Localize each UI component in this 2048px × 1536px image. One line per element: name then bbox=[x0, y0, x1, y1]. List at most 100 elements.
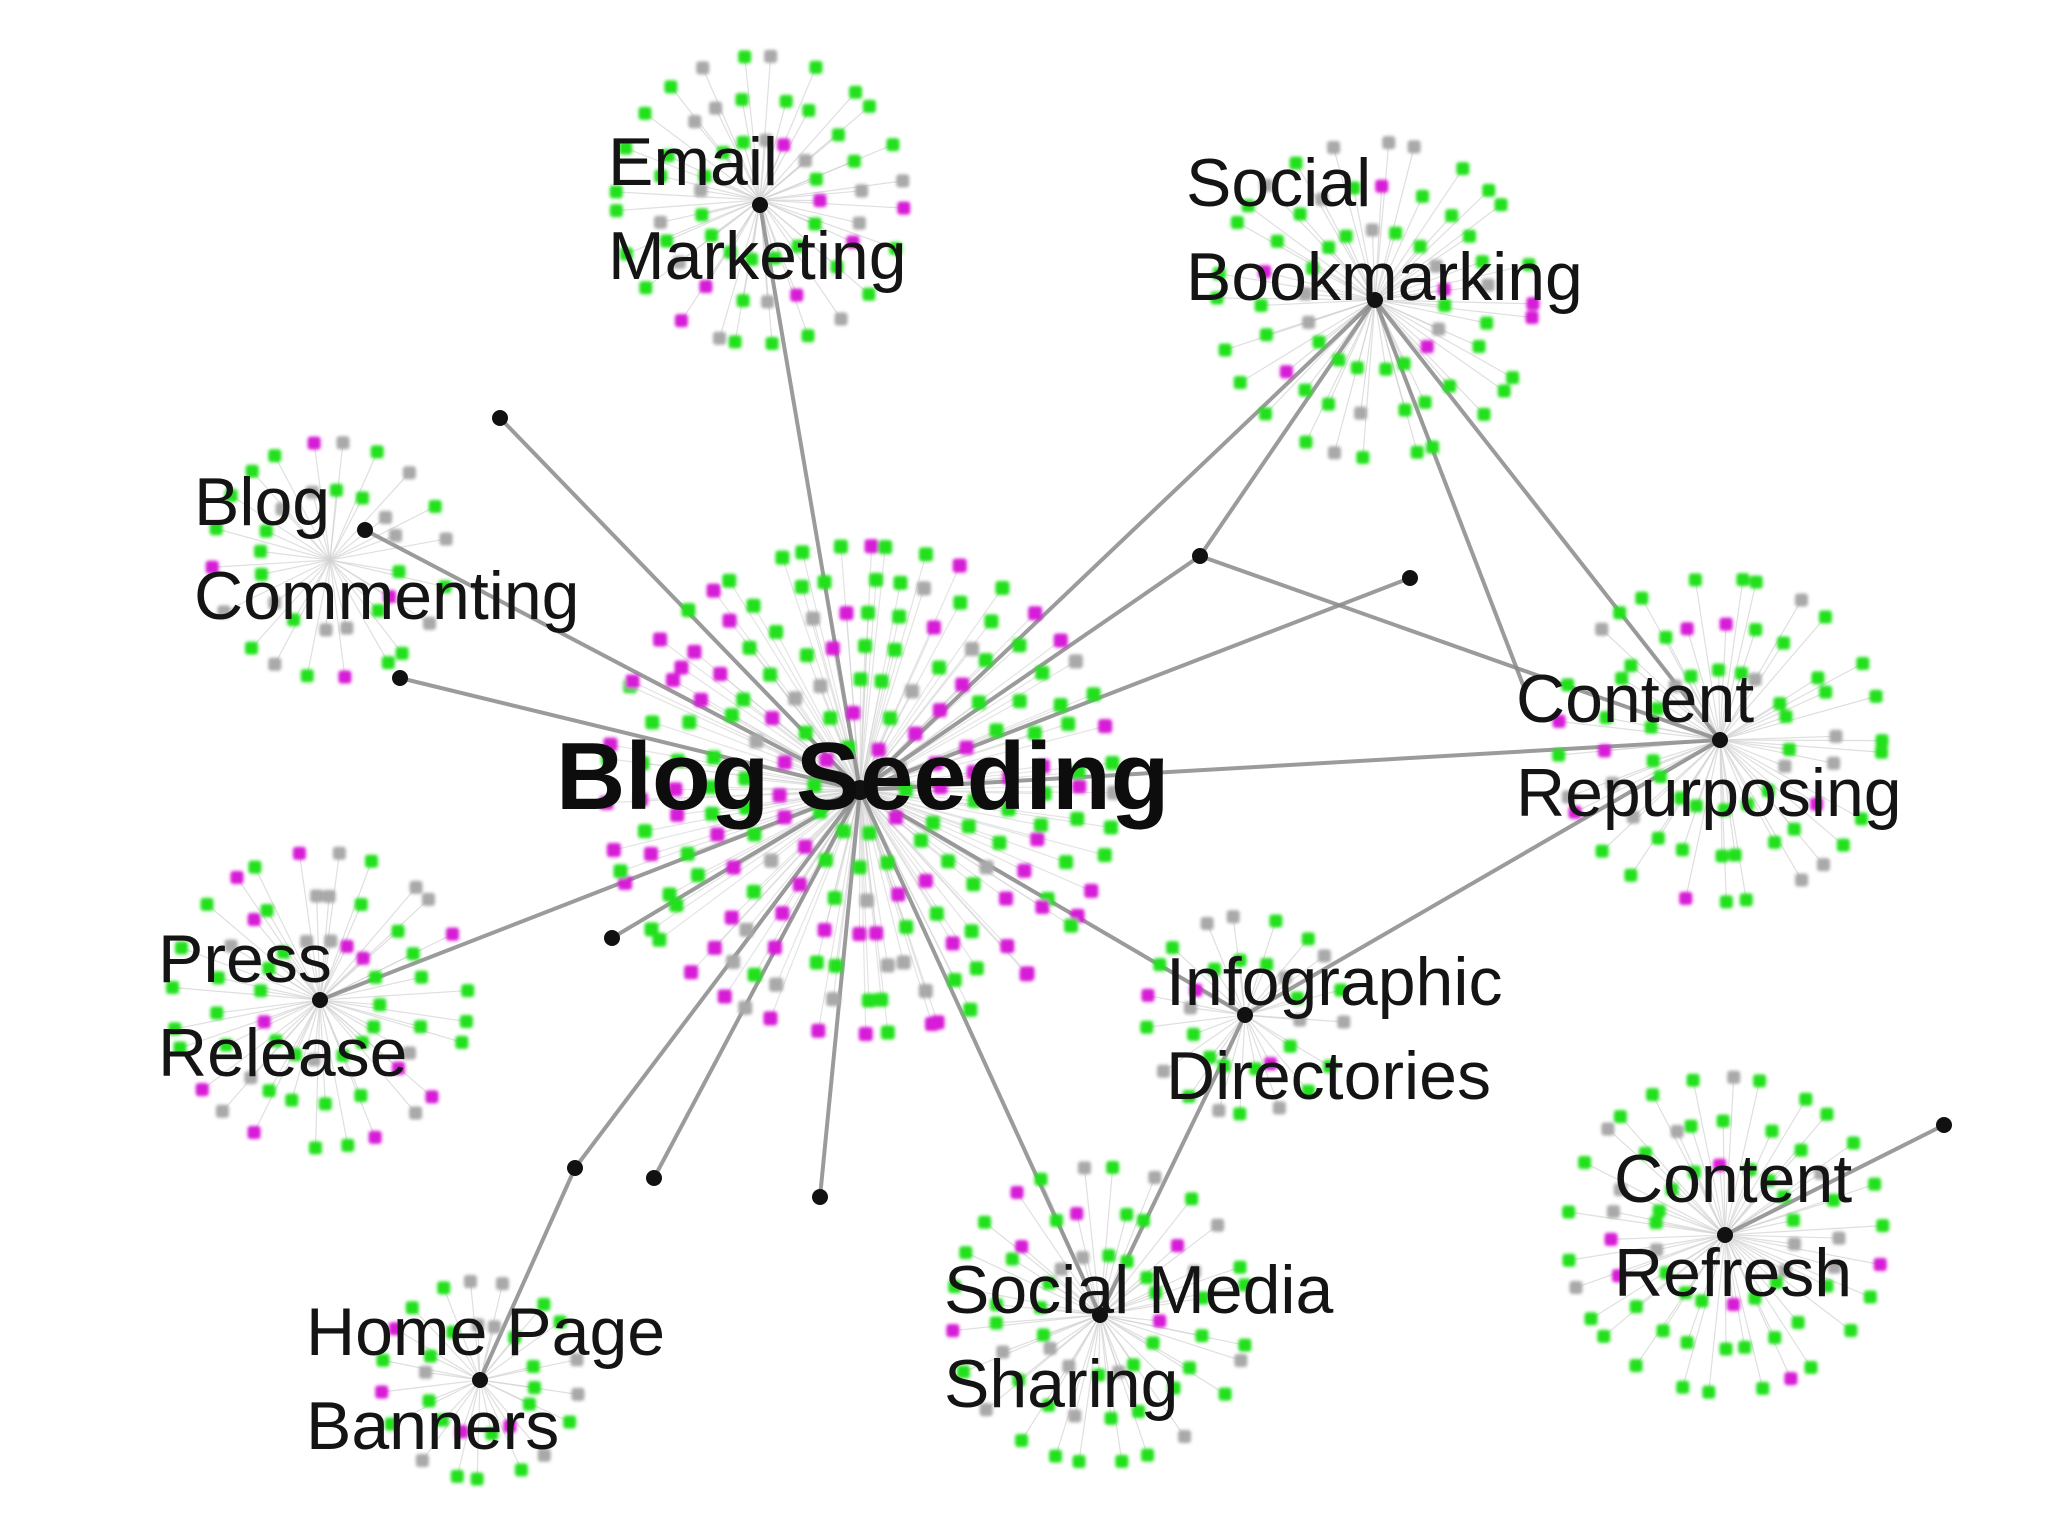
node-dot bbox=[1494, 198, 1508, 212]
node-dot bbox=[1339, 229, 1353, 243]
spoke-line bbox=[1724, 1234, 1795, 1245]
node-dot bbox=[455, 1425, 469, 1439]
spoke-line bbox=[645, 199, 761, 289]
node-dot bbox=[1283, 1039, 1297, 1053]
spoke-line bbox=[954, 1286, 1101, 1316]
node-dot bbox=[1674, 791, 1688, 805]
connection-lines bbox=[319, 204, 1945, 1381]
node-dot bbox=[1212, 1103, 1226, 1117]
node-dot bbox=[310, 889, 324, 903]
node-dot bbox=[370, 445, 384, 459]
node-dot bbox=[811, 1023, 826, 1038]
spoke-line bbox=[298, 853, 321, 1001]
node-dot bbox=[713, 667, 728, 682]
hub-node bbox=[812, 1189, 828, 1205]
node-dot bbox=[880, 1025, 895, 1040]
node-dot bbox=[1183, 1001, 1197, 1015]
node-dot bbox=[1854, 812, 1868, 826]
node-dot bbox=[846, 235, 860, 249]
node-dot bbox=[682, 715, 697, 730]
center-label-blog-seeding: Blog Seeding bbox=[556, 723, 1170, 830]
spoke-line bbox=[230, 495, 331, 561]
spoke-line bbox=[1374, 299, 1505, 392]
node-dot bbox=[790, 288, 804, 302]
hub-node bbox=[1192, 548, 1208, 564]
node-dot bbox=[1141, 988, 1155, 1002]
node-dot bbox=[487, 1320, 501, 1334]
node-dot bbox=[205, 560, 219, 574]
hub-node bbox=[492, 410, 508, 426]
node-dot bbox=[1415, 189, 1429, 203]
node-dot bbox=[739, 800, 754, 815]
node-dot bbox=[1769, 1275, 1783, 1289]
node-dot bbox=[853, 672, 868, 687]
connection-line bbox=[399, 676, 861, 792]
node-dot bbox=[1646, 1088, 1660, 1102]
spoke-line bbox=[759, 56, 772, 201]
spoke-line bbox=[1099, 1167, 1114, 1316]
spoke-line bbox=[1244, 1014, 1309, 1092]
node-dot bbox=[694, 183, 708, 197]
spoke-line bbox=[1163, 1014, 1246, 1072]
spoke-line bbox=[1374, 235, 1470, 301]
node-dot bbox=[1012, 638, 1027, 653]
node-dot bbox=[405, 1301, 419, 1315]
label-line: Refresh bbox=[1614, 1235, 1853, 1311]
spoke-line bbox=[759, 199, 809, 336]
node-dot bbox=[1786, 1213, 1800, 1227]
node-dot bbox=[1869, 689, 1883, 703]
node-dot bbox=[772, 788, 787, 803]
node-dot bbox=[367, 1020, 381, 1034]
node-dot bbox=[601, 751, 616, 766]
node-dot bbox=[893, 575, 908, 590]
spoke-line bbox=[1686, 628, 1721, 741]
node-dot bbox=[1684, 669, 1698, 683]
spoke-line bbox=[1374, 299, 1480, 348]
node-dot bbox=[1064, 918, 1079, 933]
node-dot bbox=[1584, 1312, 1598, 1326]
node-dot bbox=[892, 760, 907, 775]
spoke-line bbox=[319, 861, 373, 1001]
spoke-line bbox=[1048, 1314, 1101, 1406]
node-dot bbox=[391, 924, 405, 938]
spoke-line bbox=[1719, 691, 1826, 741]
spoke-line bbox=[1374, 261, 1483, 301]
node-dot bbox=[1420, 340, 1434, 354]
node-dot bbox=[254, 544, 268, 558]
spoke-line bbox=[236, 877, 321, 1001]
spoke-line bbox=[329, 559, 400, 573]
node-dot bbox=[419, 1365, 433, 1379]
spoke-line bbox=[1244, 964, 1268, 1016]
node-dot bbox=[368, 1130, 382, 1144]
node-dot bbox=[1716, 1114, 1730, 1128]
node-dot bbox=[1844, 1323, 1858, 1337]
spoke-line bbox=[859, 789, 1042, 826]
node-dot bbox=[268, 657, 282, 671]
node-dot bbox=[726, 954, 741, 969]
node-dot bbox=[423, 1349, 437, 1363]
node-dot bbox=[1456, 162, 1470, 176]
node-dot bbox=[775, 550, 790, 565]
hub-node bbox=[1237, 1007, 1253, 1023]
spoke-line bbox=[479, 1379, 511, 1427]
node-dot bbox=[609, 185, 623, 199]
node-dot bbox=[847, 154, 861, 168]
node-dot bbox=[813, 678, 828, 693]
spoke-line bbox=[775, 631, 861, 791]
node-dot bbox=[379, 510, 393, 524]
node-dot bbox=[245, 464, 259, 478]
node-dot bbox=[1103, 820, 1118, 835]
node-dot bbox=[1846, 1136, 1860, 1150]
node-dot bbox=[618, 875, 633, 890]
label-line: Press bbox=[158, 921, 332, 997]
node-dot bbox=[979, 1403, 993, 1417]
spoke-line bbox=[670, 86, 761, 201]
node-dot bbox=[247, 913, 261, 927]
node-dot bbox=[1233, 1107, 1247, 1121]
spoke-line bbox=[319, 999, 462, 1043]
spoke-line bbox=[305, 941, 321, 1001]
node-dot bbox=[1686, 1073, 1700, 1087]
node-dot bbox=[941, 854, 956, 869]
spoke-line bbox=[329, 497, 363, 561]
spoke-line bbox=[650, 789, 861, 855]
